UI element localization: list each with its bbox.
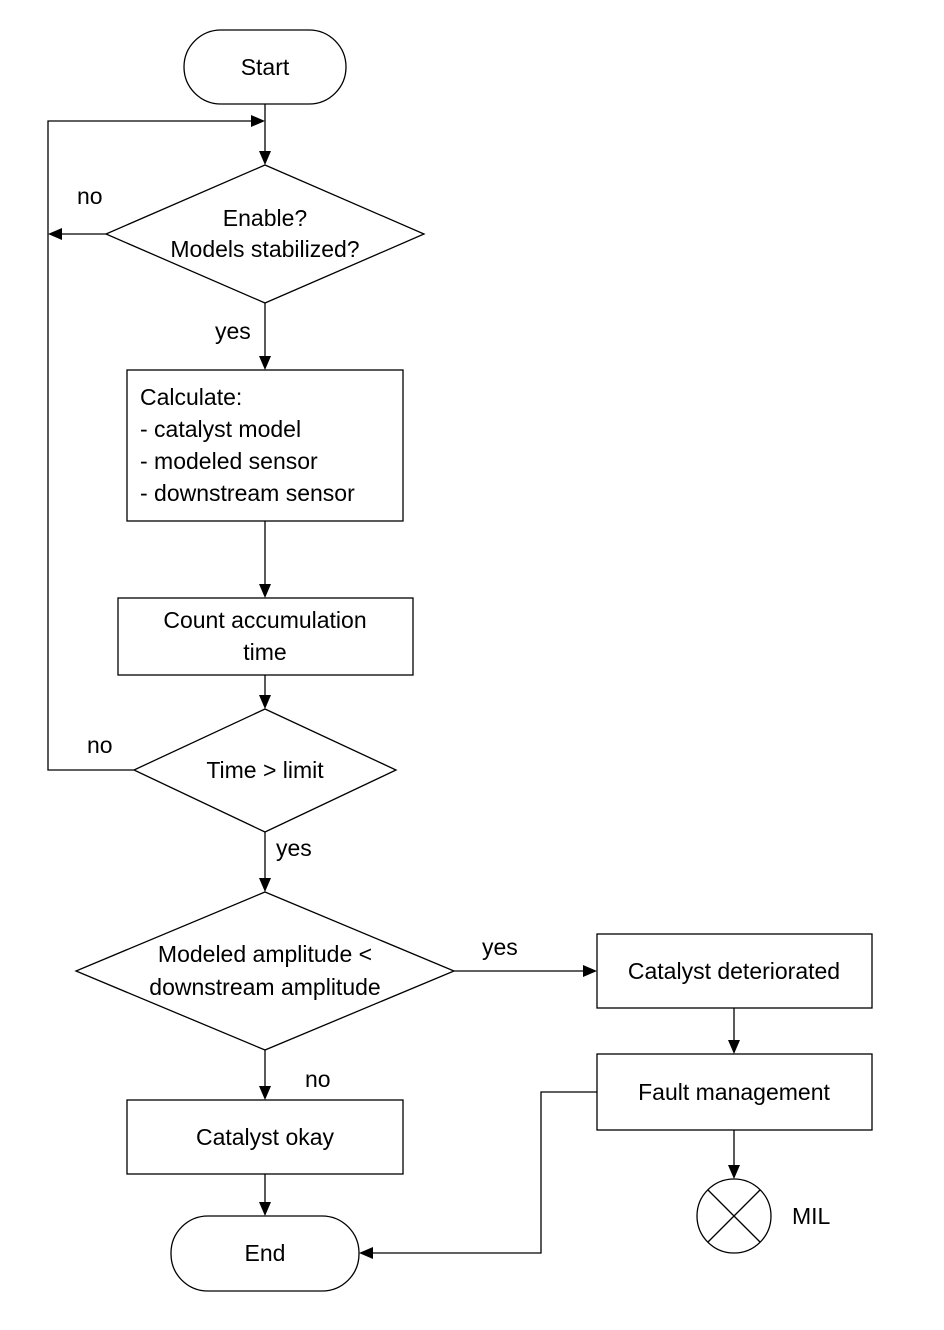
- calculate-line-4: - downstream sensor: [140, 480, 355, 506]
- calculate-line-3: - modeled sensor: [140, 448, 318, 474]
- end-label: End: [245, 1240, 286, 1266]
- edge-label-time-yes: yes: [276, 835, 312, 861]
- connectors: [47, 104, 740, 1259]
- arrow-into-time: [259, 695, 271, 709]
- start-node: Start: [183, 29, 347, 105]
- end-node: End: [170, 1215, 360, 1292]
- arrow-into-mil: [728, 1165, 740, 1179]
- amplitude-line-1: Modeled amplitude <: [158, 941, 372, 967]
- count-process: Count accumulation time: [117, 597, 414, 676]
- mil-lamp-icon: [696, 1178, 772, 1254]
- connector-fault-end: [371, 1091, 597, 1254]
- okay-process: Catalyst okay: [126, 1099, 404, 1175]
- edge-label-enable-yes: yes: [215, 318, 251, 344]
- start-label: Start: [241, 54, 290, 80]
- time-label: Time > limit: [206, 757, 324, 783]
- arrow-into-fault: [728, 1040, 740, 1054]
- amplitude-line-2: downstream amplitude: [149, 974, 380, 1000]
- edge-label-enable-no: no: [77, 183, 103, 209]
- count-line-2: time: [243, 639, 286, 665]
- arrow-into-okay: [259, 1086, 271, 1100]
- calculate-line-1: Calculate:: [140, 384, 242, 410]
- time-decision: Time > limit: [132, 708, 398, 833]
- enable-line-2: Models stabilized?: [170, 236, 359, 262]
- okay-label: Catalyst okay: [196, 1124, 335, 1150]
- arrow-into-deteriorated: [583, 965, 597, 977]
- edge-label-amplitude-no: no: [305, 1066, 331, 1092]
- calculate-line-2: - catalyst model: [140, 416, 301, 442]
- deteriorated-label: Catalyst deteriorated: [628, 958, 840, 984]
- edge-label-time-no: no: [87, 732, 113, 758]
- arrow-into-amplitude: [259, 878, 271, 892]
- mil-label: MIL: [792, 1203, 831, 1229]
- fault-process: Fault management: [596, 1053, 873, 1131]
- amplitude-decision: Modeled amplitude < downstream amplitude: [74, 891, 456, 1051]
- connector-loop-back: [47, 120, 253, 771]
- fault-label: Fault management: [638, 1079, 830, 1105]
- arrow-into-end-side: [359, 1247, 373, 1259]
- enable-decision: Enable? Models stabilized?: [104, 164, 426, 304]
- arrow-into-calculate: [259, 356, 271, 370]
- edge-label-amplitude-yes: yes: [482, 934, 518, 960]
- deteriorated-process: Catalyst deteriorated: [596, 933, 873, 1009]
- calculate-process: Calculate: - catalyst model - modeled se…: [126, 369, 404, 522]
- arrow-into-enable: [259, 151, 271, 165]
- count-line-1: Count accumulation: [163, 607, 366, 633]
- arrow-into-end-top: [259, 1202, 271, 1216]
- arrow-enable-no: [48, 228, 62, 240]
- arrow-loop-merge: [251, 115, 265, 127]
- enable-line-1: Enable?: [223, 205, 307, 231]
- arrow-into-count: [259, 584, 271, 598]
